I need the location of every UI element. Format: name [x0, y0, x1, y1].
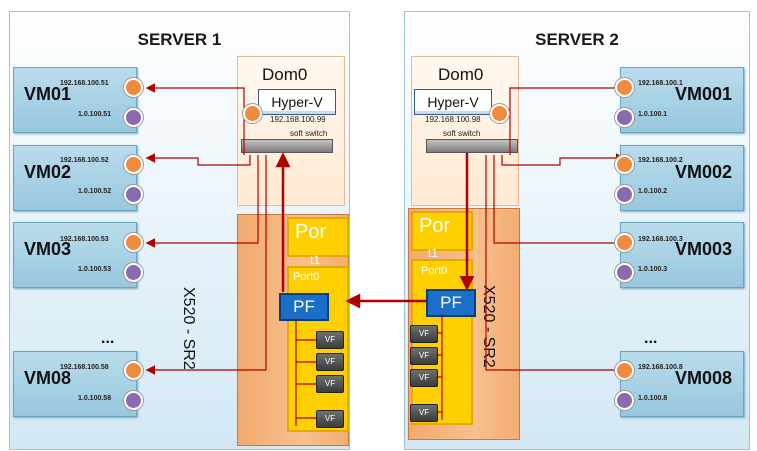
- server-1-dom0-title: Dom0: [262, 65, 308, 84]
- vm-box-vm003: VM003: [620, 222, 744, 288]
- vm01-ip-1: 192.168.100.51: [60, 80, 109, 87]
- server-1-host-nic: [243, 104, 262, 123]
- vm02-nic-purple: [124, 185, 143, 204]
- vm003-ip-2: 1.0.100.3: [638, 266, 668, 273]
- vm003-ip-1: 192.168.100.3: [638, 236, 683, 243]
- server-1-hyperv-box: Hyper-V: [258, 89, 336, 115]
- link-vm001: [509, 83, 626, 155]
- vm-name: VM01: [24, 84, 72, 104]
- server-2-dom0: Dom0: [411, 56, 519, 206]
- server-1-port1: Por: [287, 217, 349, 257]
- server-1-switch-label: soft switch: [290, 129, 328, 138]
- server-2-vf-2: VF: [410, 347, 438, 365]
- vm08-ip-1: 192.168.100.58: [60, 364, 109, 371]
- link-s1-vf-ladder: [295, 318, 316, 426]
- vm-name: VM002: [675, 162, 733, 182]
- server-1-dom0: Dom0: [237, 56, 345, 206]
- vm-box-vm01: VM01: [13, 67, 137, 133]
- server-2-port1-sub: t1: [428, 246, 439, 260]
- vm08-nic-purple: [124, 391, 143, 410]
- vm02-nic-orange: [124, 155, 143, 174]
- vm-box-vm001: VM001: [620, 67, 744, 133]
- link-s2-vf-ladder: [436, 314, 443, 420]
- vm008-ip-1: 192.168.100.8: [638, 364, 683, 371]
- vm03-nic-purple: [124, 263, 143, 282]
- vm-name: VM08: [24, 368, 72, 388]
- vm-box-vm02: VM02: [13, 145, 137, 211]
- vm-name: VM003: [675, 239, 733, 259]
- vm008-ip-2: 1.0.100.8: [638, 395, 668, 402]
- server-2-pf: PF: [426, 289, 476, 317]
- server-2-port1-label: Por: [419, 215, 451, 237]
- link-vm08: [145, 155, 267, 375]
- server-1-vf-4: VF: [316, 410, 344, 428]
- link-vm03: [145, 155, 259, 248]
- vm003-nic-purple: [615, 263, 634, 282]
- server-1-vf-1: VF: [316, 331, 344, 349]
- server-2-ellipsis: ...: [644, 330, 658, 347]
- vm01-nic-orange: [124, 78, 143, 97]
- vm-name: VM001: [675, 84, 733, 104]
- vm-box-vm08: VM08: [13, 351, 137, 417]
- server-2-host-ip: 192.168.100.98: [425, 115, 481, 124]
- server-2-port1: Por: [411, 211, 473, 251]
- link-vm02: [145, 153, 251, 166]
- vm-box-vm008: VM008: [620, 351, 744, 417]
- vm01-nic-purple: [124, 108, 143, 127]
- server-2-vf-1: VF: [410, 325, 438, 343]
- vm002-nic-orange: [615, 155, 634, 174]
- server-1-port1-label: Por: [295, 221, 327, 243]
- server-2-hyperv-box: Hyper-V: [414, 89, 492, 115]
- vm002-ip-1: 192.168.100.2: [638, 157, 683, 164]
- vm-box-vm002: VM002: [620, 145, 744, 211]
- vm08-nic-orange: [124, 361, 143, 380]
- vm008-nic-purple: [615, 391, 634, 410]
- server-2-switch-label: soft switch: [443, 129, 481, 138]
- server-2-host-nic: [490, 104, 509, 123]
- link-vm01: [145, 83, 245, 155]
- vm002-nic-purple: [615, 185, 634, 204]
- vm-box-vm03: VM03: [13, 222, 137, 288]
- server-2-dom0-title: Dom0: [438, 65, 484, 84]
- server-1-ellipsis: ...: [101, 330, 115, 347]
- vm03-ip-2: 1.0.100.53: [78, 266, 112, 273]
- vm001-nic-orange: [615, 78, 634, 97]
- vm03-ip-1: 192.168.100.53: [60, 236, 109, 243]
- server-2-port0-label: Port0: [421, 265, 448, 277]
- link-vm002: [501, 153, 626, 166]
- vm02-ip-2: 1.0.100.52: [78, 188, 112, 195]
- server-2-title: SERVER 2: [535, 30, 619, 49]
- vm03-nic-orange: [124, 233, 143, 252]
- vm002-ip-2: 1.0.100.2: [638, 188, 668, 195]
- vm003-nic-orange: [615, 233, 634, 252]
- server-2-soft-switch: [426, 139, 518, 153]
- vm-name: VM008: [675, 368, 733, 388]
- server-1-port0-label: Port0: [293, 271, 320, 283]
- vm001-ip-2: 1.0.100.1: [638, 111, 668, 118]
- server-2-vf-3: VF: [410, 369, 438, 387]
- link-vm003: [493, 155, 626, 248]
- server-1-port1-sub: t1: [310, 253, 321, 267]
- server-1-host-ip: 192.168.100.99: [270, 115, 326, 124]
- server-1-pf: PF: [279, 293, 329, 321]
- vm001-ip-1: 192.168.100.1: [638, 80, 683, 87]
- link-vm008: [485, 155, 626, 375]
- server-1-vf-2: VF: [316, 353, 344, 371]
- server-2-vf-4: VF: [410, 404, 438, 422]
- vm02-ip-1: 192.168.100.52: [60, 157, 109, 164]
- server-1-title: SERVER 1: [137, 30, 222, 49]
- vm001-nic-purple: [615, 108, 634, 127]
- server-1-vf-3: VF: [316, 375, 344, 393]
- vm008-nic-orange: [615, 361, 634, 380]
- vm-name: VM03: [24, 239, 72, 259]
- vm01-ip-2: 1.0.100.51: [78, 111, 112, 118]
- vm08-ip-2: 1.0.100.58: [78, 395, 112, 402]
- vm-name: VM02: [24, 162, 72, 182]
